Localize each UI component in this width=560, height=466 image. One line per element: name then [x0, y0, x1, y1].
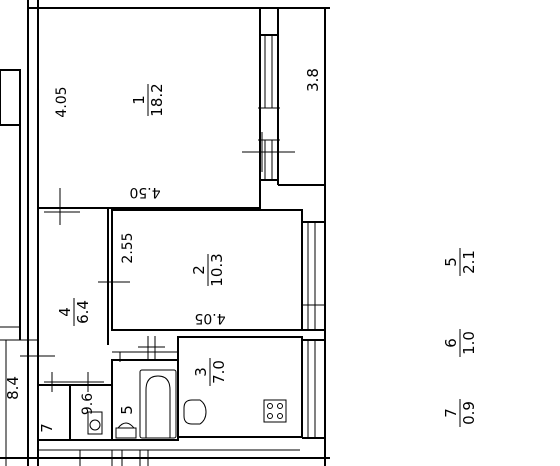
room-2	[111, 209, 325, 331]
bathroom	[111, 351, 207, 441]
stove-icon	[263, 399, 287, 423]
legend-7-number: 7	[442, 408, 460, 418]
room-4-label: 4 6.4	[56, 298, 92, 326]
toilet-icon	[87, 411, 103, 435]
legend-6: 6 1.0	[442, 329, 478, 357]
legend-6-area: 1.0	[460, 331, 478, 355]
bottom-strip	[38, 449, 300, 466]
legend-5: 5 2.1	[442, 248, 478, 276]
small-cells	[38, 372, 112, 441]
room-4	[20, 188, 130, 357]
room-1-dim-a: 4.05	[54, 86, 70, 117]
outer-walls	[0, 0, 330, 466]
room-1-label: 1 18.2	[130, 83, 166, 116]
left-label-7: 7	[38, 423, 56, 433]
room-3-label: 3 7.0	[192, 358, 228, 386]
bathtub-icon	[139, 369, 177, 439]
room-4-area: 6.4	[74, 300, 92, 324]
balcony-dim: 3.8	[304, 68, 322, 92]
left-edge-fragments	[0, 69, 38, 466]
legend-7: 7 0.9	[442, 399, 478, 427]
left-label-9-6: 9.6	[80, 393, 96, 415]
left-label-5: 5	[118, 405, 136, 415]
room-4-number: 4	[56, 307, 74, 317]
room-2-dim-b: 4.05	[194, 310, 225, 326]
room-2-number: 2	[190, 265, 208, 275]
legend-6-number: 6	[442, 338, 460, 348]
room-1-number: 1	[130, 95, 148, 105]
room-2-dim-a: 2.55	[120, 232, 136, 263]
sink-icon	[115, 427, 137, 439]
room-2-label: 2 10.3	[190, 253, 226, 286]
room-2-area: 10.3	[208, 253, 226, 286]
room-1	[37, 7, 295, 209]
room-3-number: 3	[192, 367, 210, 377]
room-1-area: 18.2	[148, 83, 166, 116]
legend-5-area: 2.1	[460, 250, 478, 274]
washbasin-icon	[183, 399, 207, 425]
room-3-area: 7.0	[210, 360, 228, 384]
room-3	[138, 336, 325, 439]
left-label-8-4: 8.4	[4, 376, 22, 400]
room-1-dim-b: 4.50	[129, 184, 160, 200]
legend-7-area: 0.9	[460, 401, 478, 425]
legend-5-number: 5	[442, 257, 460, 267]
